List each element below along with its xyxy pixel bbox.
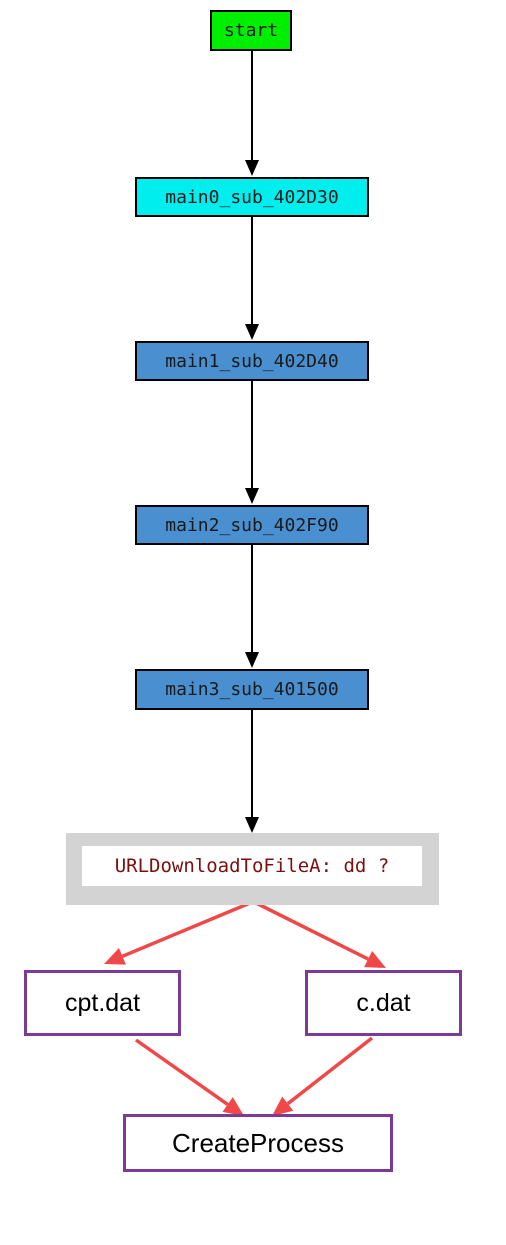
edge-arrowhead	[245, 160, 259, 176]
node-cpt-dat: cpt.dat	[24, 970, 181, 1036]
edge-arrowhead	[245, 324, 259, 340]
edge-line	[255, 901, 369, 961]
edge-line	[134, 1038, 229, 1106]
edge-arrowhead	[222, 1097, 244, 1116]
edge-arrowhead	[245, 488, 259, 504]
node-main1-sub-402d40: main1_sub_402D40	[135, 341, 369, 381]
node-start: start	[210, 10, 292, 51]
edge-line	[286, 1036, 374, 1106]
edge-c-dat-to-create-process	[272, 1036, 374, 1116]
edge-start-to-main0	[245, 51, 259, 176]
node-main2-sub-402f90: main2_sub_402F90	[135, 505, 369, 545]
node-c-dat: c.dat	[305, 970, 462, 1036]
edge-cpt-dat-to-create-process	[134, 1038, 244, 1116]
edge-line	[121, 901, 251, 958]
edge-arrowhead	[245, 652, 259, 668]
edge-arrowhead	[245, 817, 259, 833]
edge-url-download-to-cpt-dat	[104, 901, 251, 965]
edge-arrowhead	[364, 951, 386, 968]
edge-main2-to-main3	[245, 545, 259, 668]
edge-arrowhead	[104, 947, 126, 965]
edge-main0-to-main1	[245, 217, 259, 340]
node-main3-sub-401500: main3_sub_401500	[135, 669, 369, 710]
edge-url-download-to-c-dat	[255, 901, 386, 968]
edge-arrowhead	[272, 1096, 294, 1116]
edge-main3-to-url-download	[245, 710, 259, 833]
edge-main1-to-main2	[245, 381, 259, 504]
node-main0-sub-402d30: main0_sub_402D30	[135, 177, 369, 217]
node-url-download-to-file: URLDownloadToFileA: dd ?	[82, 846, 422, 886]
node-create-process: CreateProcess	[123, 1114, 393, 1172]
